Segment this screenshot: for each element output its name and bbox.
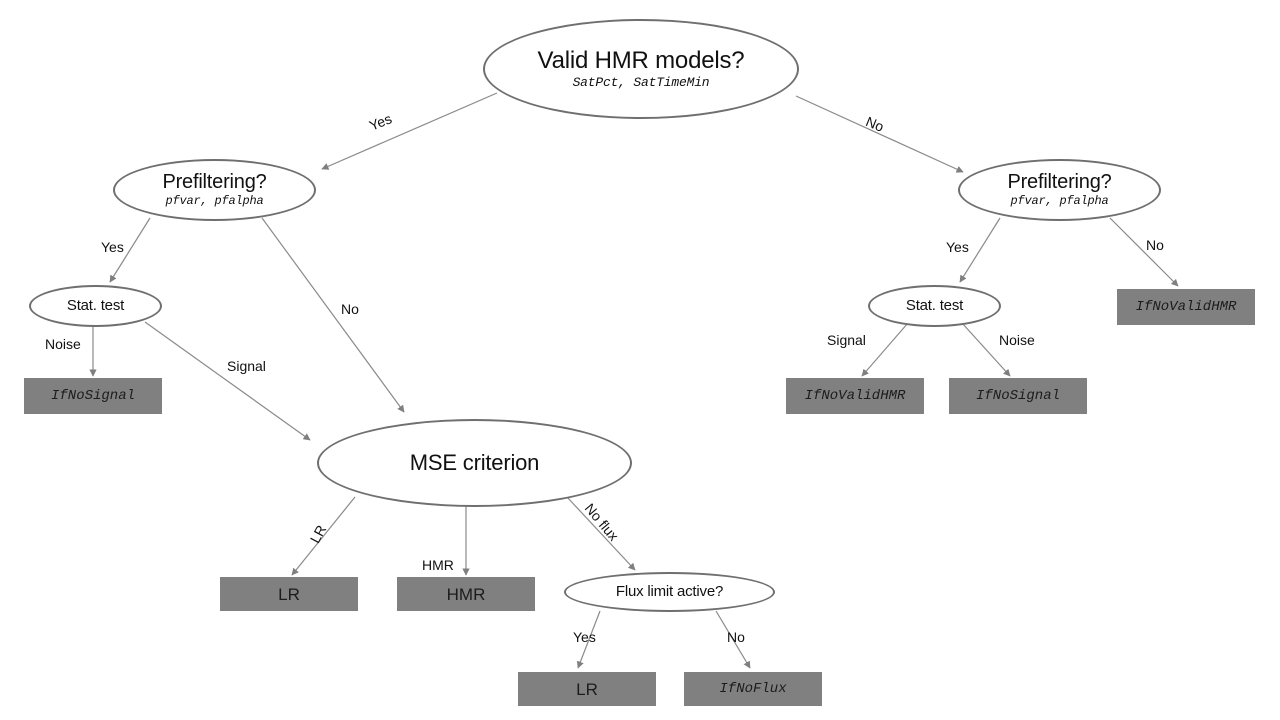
edge-label-flux-yes: Yes	[573, 629, 596, 645]
edge-label-mse-noflux: No flux	[581, 500, 622, 544]
edge-label-left-prefilter-yes: Yes	[101, 239, 124, 255]
node-mse-criterion[interactable]: MSE criterion	[317, 419, 632, 507]
node-prefiltering-left[interactable]: Prefiltering? pfvar, pfalpha	[113, 159, 316, 221]
edge-label-right-prefilter-no: No	[1146, 237, 1164, 253]
node-title: Stat. test	[905, 297, 964, 315]
node-title: Prefiltering?	[162, 171, 267, 193]
box-label: HMR	[446, 584, 486, 604]
edge-label-mse-lr: LR	[306, 522, 330, 546]
edge-stat-test-left-to-mse	[144, 321, 311, 441]
box-ifnosignal-right[interactable]: IfNoSignal	[949, 378, 1087, 414]
box-label: LR	[278, 584, 300, 604]
box-label: IfNoValidHMR	[1135, 299, 1237, 315]
edge-label-right-prefilter-yes: Yes	[946, 239, 969, 255]
box-ifnosignal-left[interactable]: IfNoSignal	[24, 378, 162, 414]
node-valid-hmr-models[interactable]: Valid HMR models? SatPct, SatTimeMin	[483, 19, 799, 119]
edge-label-left-prefilter-no: No	[341, 301, 359, 317]
edge-prefilter-left-to-mse	[261, 217, 405, 413]
node-title: Prefiltering?	[1007, 171, 1112, 193]
edge-root-to-prefilter-left	[321, 92, 498, 170]
node-stat-test-right[interactable]: Stat. test	[868, 285, 1001, 327]
node-flux-limit-active[interactable]: Flux limit active?	[564, 572, 775, 612]
edge-label-root-no: No	[863, 113, 887, 135]
box-lr-mse[interactable]: LR	[220, 577, 358, 611]
box-ifnovalidhmr-prefilter-right[interactable]: IfNoValidHMR	[1117, 289, 1255, 325]
box-ifnoflux[interactable]: IfNoFlux	[684, 672, 822, 706]
node-subtitle: SatPct, SatTimeMin	[572, 74, 710, 90]
edge-prefilter-right-to-ifnovalidhmr	[1109, 217, 1179, 287]
node-title: Stat. test	[66, 297, 125, 315]
edge-stat-test-right-to-ifnovalidhmr	[861, 322, 909, 377]
edge-label-root-yes: Yes	[366, 110, 395, 134]
node-prefiltering-right[interactable]: Prefiltering? pfvar, pfalpha	[958, 159, 1161, 221]
edge-label-right-stat-noise: Noise	[999, 332, 1035, 348]
node-title: MSE criterion	[409, 450, 540, 476]
box-lr-flux[interactable]: LR	[518, 672, 656, 706]
node-subtitle: pfvar, pfalpha	[165, 194, 264, 208]
node-stat-test-left[interactable]: Stat. test	[29, 285, 162, 327]
edge-label-mse-hmr: HMR	[422, 557, 454, 573]
box-hmr-mse[interactable]: HMR	[397, 577, 535, 611]
node-title: Flux limit active?	[615, 583, 724, 601]
edge-label-left-stat-signal: Signal	[227, 358, 266, 374]
edge-label-right-stat-signal: Signal	[827, 332, 866, 348]
node-title: Valid HMR models?	[537, 47, 745, 75]
box-ifnovalidhmr-stat-test-right[interactable]: IfNoValidHMR	[786, 378, 924, 414]
box-label: IfNoSignal	[975, 388, 1060, 404]
node-subtitle: pfvar, pfalpha	[1010, 194, 1109, 208]
box-label: IfNoValidHMR	[804, 388, 906, 404]
box-label: LR	[576, 679, 598, 699]
edge-stat-test-right-to-ifnosignal	[961, 322, 1011, 377]
box-label: IfNoSignal	[50, 388, 135, 404]
edge-label-flux-no: No	[727, 629, 745, 645]
edge-label-left-stat-noise: Noise	[45, 336, 81, 352]
box-label: IfNoFlux	[719, 681, 787, 697]
